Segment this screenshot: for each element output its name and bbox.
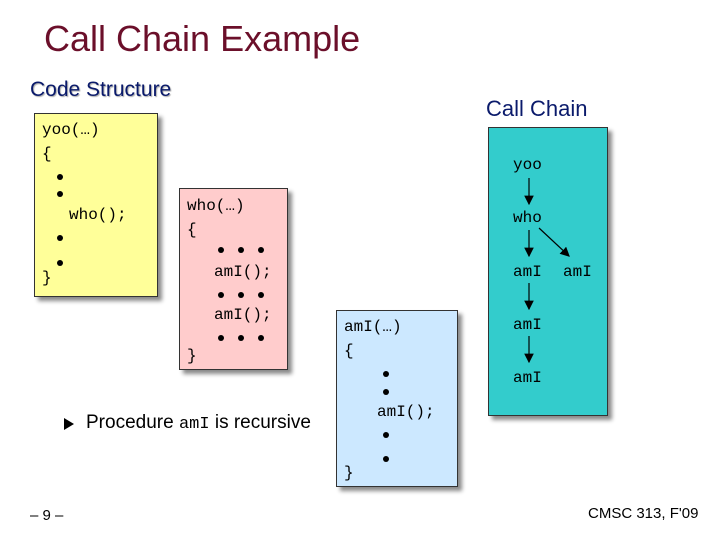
chain-node-who: who bbox=[513, 209, 542, 227]
note-bullet-icon bbox=[64, 418, 74, 430]
amI-close-brace: } bbox=[344, 464, 354, 482]
bullet bbox=[383, 371, 389, 377]
note-text-after: is recursive bbox=[214, 412, 311, 433]
amI-header: amI(…) bbox=[344, 318, 402, 336]
chain-node-amI: amI bbox=[513, 263, 542, 281]
bullet bbox=[218, 292, 224, 298]
yoo-code-box: yoo(…) { who(); } bbox=[34, 113, 158, 297]
call-chain-heading: Call Chain bbox=[486, 96, 588, 121]
page-number: – 9 – bbox=[30, 507, 64, 524]
bullet bbox=[238, 335, 244, 341]
bullet bbox=[238, 292, 244, 298]
bullet bbox=[383, 432, 389, 438]
recursion-note: Procedure amI is recursive bbox=[86, 410, 346, 438]
amI-call-amI: amI(); bbox=[377, 403, 435, 421]
amI-code-box: amI(…) { amI(); } bbox=[336, 310, 458, 487]
bullet bbox=[57, 235, 63, 241]
bullet bbox=[258, 292, 264, 298]
yoo-close-brace: } bbox=[42, 269, 52, 287]
bullet bbox=[57, 174, 63, 180]
who-call-amI-2: amI(); bbox=[214, 306, 272, 324]
note-code: amI bbox=[178, 415, 210, 434]
slide-title: Call Chain Example bbox=[44, 18, 361, 59]
bullet bbox=[218, 335, 224, 341]
bullet bbox=[238, 247, 244, 253]
bullet bbox=[383, 456, 389, 462]
yoo-header: yoo(…) bbox=[42, 121, 100, 139]
who-call-amI-1: amI(); bbox=[214, 263, 272, 281]
bullet bbox=[57, 260, 63, 266]
bullet bbox=[258, 247, 264, 253]
bullet bbox=[218, 247, 224, 253]
bullet bbox=[57, 191, 63, 197]
bullet bbox=[383, 389, 389, 395]
arrow-who-amI-2 bbox=[538, 227, 570, 257]
course-label: CMSC 313, F'09 bbox=[588, 505, 699, 522]
yoo-open-brace: { bbox=[42, 145, 52, 163]
who-code-box: who(…) { amI(); amI(); } bbox=[179, 188, 288, 370]
code-structure-heading: Code Structure bbox=[30, 78, 172, 101]
chain-node-amI: amI bbox=[513, 369, 542, 387]
chain-node-yoo: yoo bbox=[513, 156, 542, 174]
who-open-brace: { bbox=[187, 221, 197, 239]
chain-node-amI: amI bbox=[563, 263, 592, 281]
amI-open-brace: { bbox=[344, 342, 354, 360]
call-chain-arrows bbox=[524, 178, 570, 364]
who-close-brace: } bbox=[187, 347, 197, 365]
yoo-call-who: who(); bbox=[69, 206, 127, 224]
chain-node-amI: amI bbox=[513, 316, 542, 334]
bullet bbox=[258, 335, 264, 341]
note-text-before: Procedure bbox=[86, 412, 174, 433]
who-header: who(…) bbox=[187, 197, 245, 215]
call-chain-box: yoo who amI amI amI amI bbox=[488, 127, 608, 416]
